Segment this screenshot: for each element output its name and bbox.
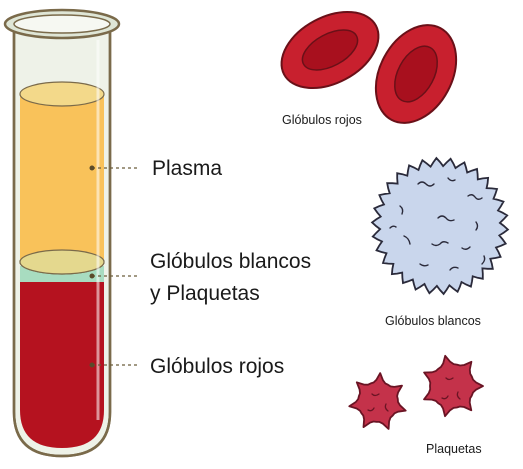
label-red-cells: Glóbulos rojos [150,355,284,378]
red-blood-cells-illustration [280,10,458,124]
pointer-dot-buffy [89,273,95,279]
platelets-illustration [348,354,484,430]
label-buffy-line1: Glóbulos blancos [150,250,311,273]
white-blood-cell-illustration [370,156,510,296]
tube-red-cells-layer [20,280,104,448]
platelet-marks [367,377,461,412]
label-plasma: Plasma [152,157,222,180]
tube-plasma-top [19,81,105,107]
pointer-lines [92,167,138,366]
caption-platelets: Plaquetas [426,442,482,456]
pointer-dot-plasma [89,165,95,171]
test-tube [3,8,121,458]
caption-white-cells: Glóbulos blancos [385,314,481,328]
tube-plasma-layer [20,94,104,262]
platelet-1 [348,372,407,430]
white-blood-cell-body [370,156,510,296]
tube-buffy-coat-rim [19,249,105,275]
tube-outline [12,26,112,458]
tube-rim-inner [13,14,111,34]
white-blood-cell-granules [389,177,486,271]
label-buffy-line2: y Plaquetas [150,282,260,305]
red-blood-cell-2 [374,24,458,124]
platelet-2 [423,354,484,418]
pointer-dot-red [89,362,95,368]
red-blood-cell-1 [280,10,380,90]
caption-red-cells: Glóbulos rojos [282,113,362,127]
